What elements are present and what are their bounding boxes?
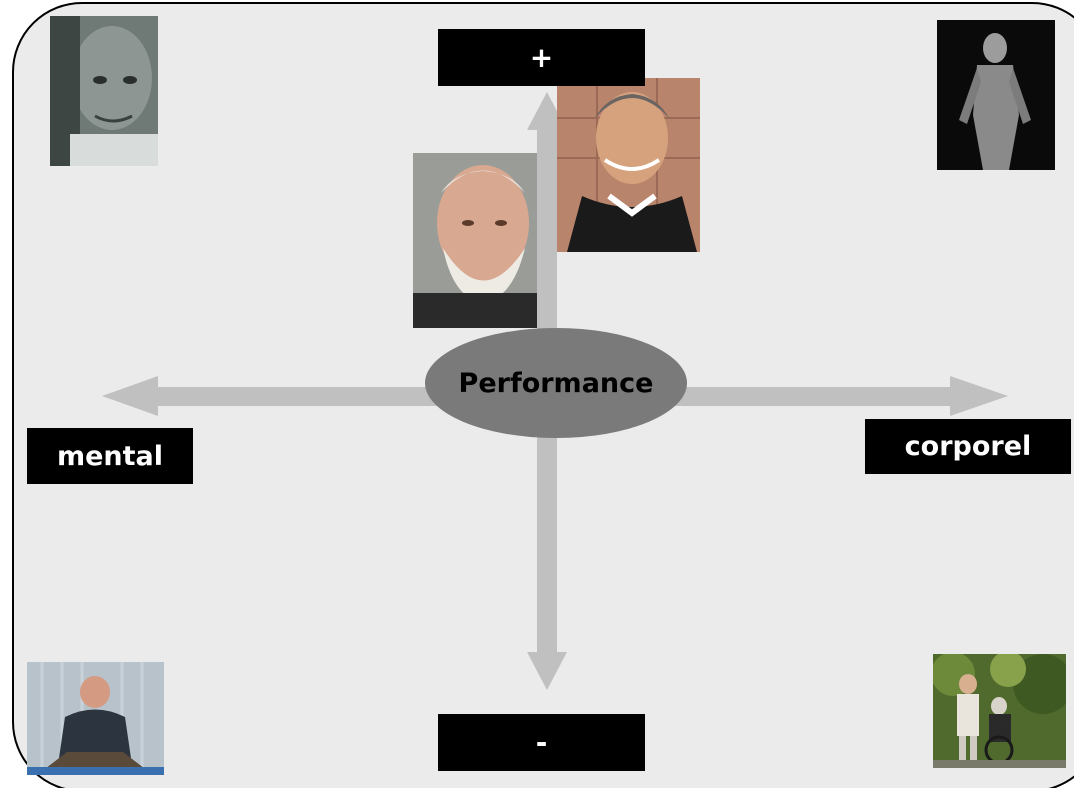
photo-center-left bbox=[413, 153, 537, 328]
left-label-text: mental bbox=[56, 440, 164, 472]
left-label-box: mental bbox=[27, 428, 193, 484]
center-label: Performance bbox=[458, 367, 654, 399]
bottom-arrowhead bbox=[527, 652, 567, 690]
photo-top-left bbox=[50, 16, 158, 166]
top-label-box: + bbox=[438, 29, 645, 86]
bottom-label-box: - bbox=[438, 714, 645, 771]
bottom-label-text: - bbox=[535, 726, 548, 759]
left-arrowhead bbox=[102, 376, 158, 416]
right-label-text: corporel bbox=[904, 431, 1032, 462]
photo-bottom-left bbox=[27, 662, 164, 775]
top-label-text: + bbox=[529, 41, 554, 74]
right-arrowhead bbox=[950, 376, 1008, 416]
older-bearded-man-photo-icon bbox=[413, 153, 537, 328]
wheelchair-walk-photo-icon bbox=[933, 654, 1066, 768]
photo-top-right bbox=[937, 20, 1055, 170]
athletic-man-photo-icon bbox=[937, 20, 1055, 170]
photo-bottom-right bbox=[933, 654, 1066, 768]
elderly-woman-photo-icon bbox=[50, 16, 158, 166]
photo-center-right bbox=[557, 78, 700, 252]
smiling-man-photo-icon bbox=[557, 78, 700, 252]
distressed-man-photo-icon bbox=[27, 662, 164, 775]
center-ellipse: Performance bbox=[425, 328, 687, 438]
right-label-box: corporel bbox=[865, 419, 1071, 474]
